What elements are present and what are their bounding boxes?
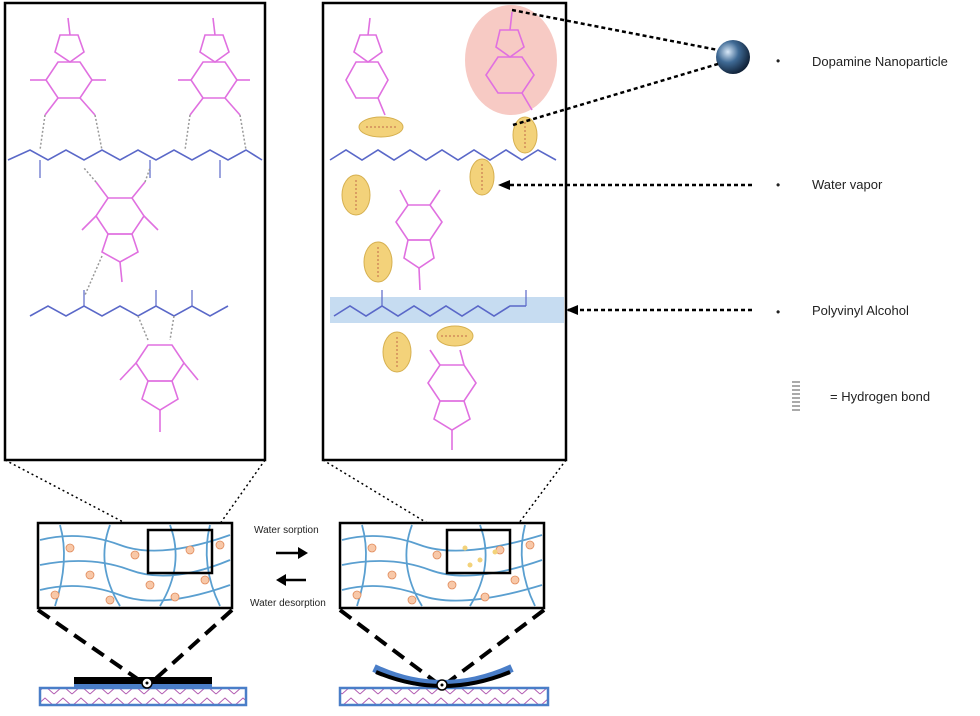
- legend-bullet: •: [776, 305, 781, 319]
- hydrogen-bond-icon: [792, 381, 800, 411]
- dopamine-molecule: [485, 11, 535, 111]
- left-molecular-panel: [3, 1, 267, 462]
- dopamine-molecule: [427, 349, 477, 450]
- dopamine-molecule: [395, 189, 443, 291]
- dopamine-nanoparticle-icon: [716, 40, 750, 74]
- desorption-label: Water desorption: [250, 598, 326, 609]
- left-actuator-flat: [38, 677, 248, 707]
- left-network-box: [36, 521, 234, 610]
- legend-bullet: •: [776, 54, 781, 68]
- right-actuator-bent: [338, 664, 550, 707]
- dopamine-molecule: [81, 181, 159, 283]
- dopamine-highlight: [465, 5, 557, 115]
- sorption-label: Water sorption: [254, 525, 319, 536]
- dopamine-molecule: [119, 344, 199, 432]
- legend-dopamine-label: Dopamine Nanoparticle: [812, 54, 948, 69]
- legend-water-label: Water vapor: [812, 177, 883, 192]
- dopamine-molecule: [178, 17, 250, 116]
- right-network-box: [338, 521, 546, 610]
- dopamine-molecule: [345, 17, 389, 116]
- dopamine-molecule: [30, 17, 106, 116]
- pva-chain-bottom-left: [29, 305, 229, 317]
- legend-pva-label: Polyvinyl Alcohol: [812, 303, 909, 318]
- callout-lines: [500, 8, 752, 312]
- pva-chain-top-left: [7, 149, 263, 161]
- legend-bullet: •: [776, 178, 781, 192]
- substrate-connectors: [36, 608, 546, 685]
- pva-highlight-band: [330, 297, 564, 323]
- right-molecular-panel: [321, 1, 568, 462]
- pva-chain-right: [333, 305, 526, 317]
- legend-hbond-label: = Hydrogen bond: [830, 389, 931, 404]
